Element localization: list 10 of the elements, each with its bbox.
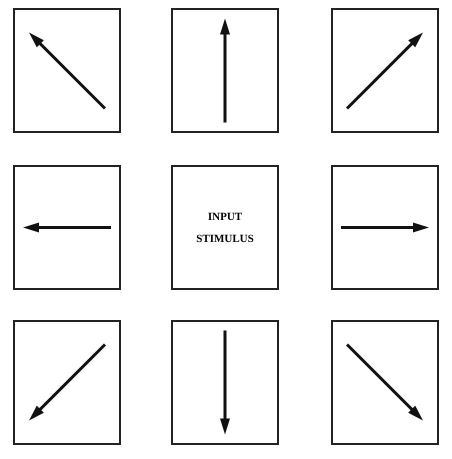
direction-box — [13, 320, 121, 445]
direction-box — [171, 320, 279, 445]
stimulus-label: INPUT STIMULUS — [195, 210, 255, 246]
direction-box — [171, 8, 279, 133]
direction-box — [331, 8, 439, 133]
direction-box — [331, 165, 439, 290]
direction-box — [13, 8, 121, 133]
direction-box — [13, 165, 121, 290]
stimulus-box — [171, 165, 279, 290]
direction-box — [331, 320, 439, 445]
